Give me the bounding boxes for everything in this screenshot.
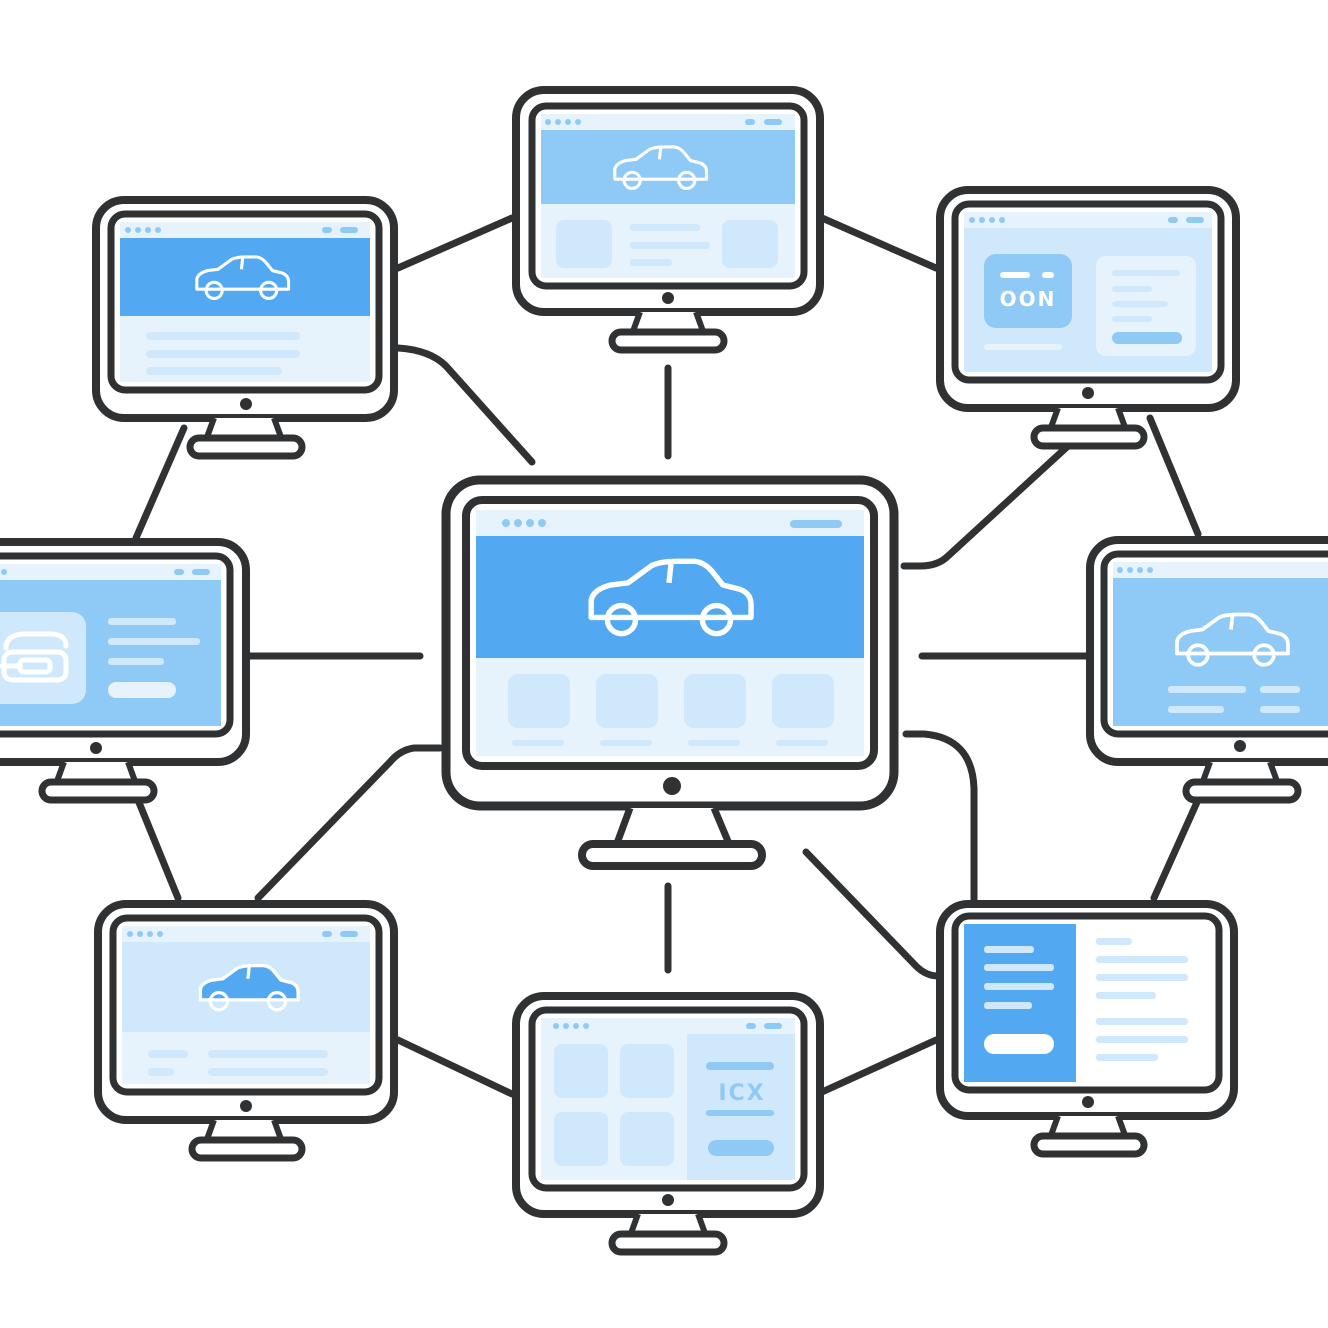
monitor-center xyxy=(441,475,899,870)
connector-bottom-to-br xyxy=(818,1036,940,1096)
connector-top-to-tr xyxy=(818,214,940,272)
connector-left-to-bl xyxy=(134,796,182,902)
connector-bl-to-bottom xyxy=(394,1036,516,1098)
connector-center-to-br-diagonal xyxy=(802,848,942,980)
connector-right-to-br xyxy=(1150,796,1202,902)
connector-lines xyxy=(132,214,1202,1098)
monitor-right xyxy=(1086,536,1328,804)
monitor-bottom-left xyxy=(94,900,398,1162)
screen-label-oon: OON xyxy=(1000,287,1057,311)
screen-label-icx: ICX xyxy=(718,1081,765,1106)
monitor-top-right: OON xyxy=(936,186,1240,450)
monitor-bottom-right xyxy=(936,900,1238,1158)
connector-tl-to-center xyxy=(394,344,536,466)
connector-tr-to-right xyxy=(1146,414,1202,538)
connector-center-to-bl xyxy=(254,744,444,902)
connector-tl-to-top xyxy=(394,214,516,272)
monitor-left xyxy=(0,538,250,804)
connector-tl-to-left xyxy=(132,424,188,542)
monitor-bottom: ICX xyxy=(512,992,824,1256)
connector-center-to-br xyxy=(902,730,978,904)
connector-tr-to-center xyxy=(900,442,1072,570)
monitor-top xyxy=(512,86,824,354)
phone-icon xyxy=(0,631,69,683)
car-icon xyxy=(198,963,300,1012)
monitor-top-left xyxy=(92,196,398,460)
